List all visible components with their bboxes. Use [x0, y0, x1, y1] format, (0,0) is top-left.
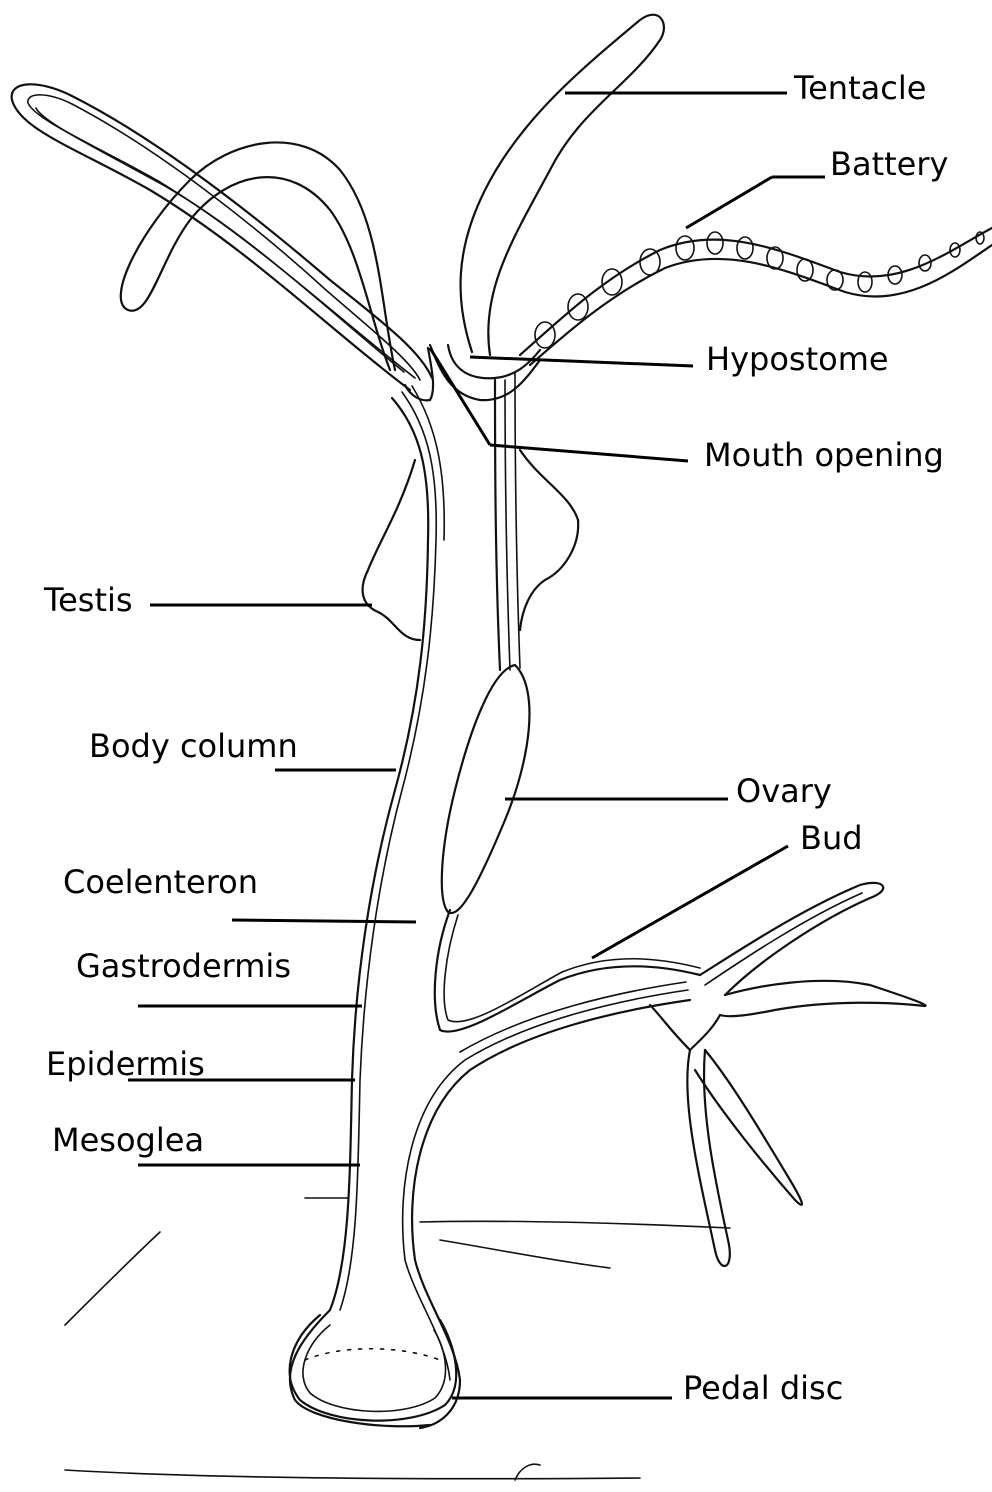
- testis-shape: [363, 460, 420, 640]
- label-pedal-disc: Pedal disc: [683, 1370, 843, 1406]
- body-column-left: [290, 386, 444, 1426]
- hypostome-shape: [405, 345, 540, 400]
- pedal-disc-shape: [290, 1315, 457, 1421]
- label-battery: Battery: [830, 146, 948, 182]
- body-column-right: [435, 372, 700, 1032]
- ovary-shape: [442, 665, 530, 913]
- label-body-column: Body column: [89, 728, 298, 764]
- leader-mouth-a: [430, 348, 490, 445]
- label-tentacle: Tentacle: [794, 70, 926, 106]
- label-coelenteron: Coelenteron: [63, 864, 258, 900]
- left-short-tentacle: [121, 142, 395, 370]
- label-gastrodermis: Gastrodermis: [76, 948, 291, 984]
- label-hypostome: Hypostome: [706, 341, 889, 377]
- substrate-lines: [65, 1198, 730, 1480]
- label-bud: Bud: [800, 820, 863, 856]
- leader-battery: [686, 177, 772, 228]
- leader-hypostome: [470, 357, 693, 366]
- left-tentacle: [12, 84, 432, 390]
- right-bulge: [520, 450, 578, 630]
- label-epidermis: Epidermis: [46, 1046, 205, 1082]
- label-ovary: Ovary: [736, 773, 832, 809]
- bud-shape: [650, 883, 926, 1266]
- leader-coelenteron: [232, 920, 416, 922]
- upper-right-tentacle: [461, 15, 664, 355]
- leader-mouth-b: [490, 445, 688, 461]
- label-mouth-opening: Mouth opening: [704, 437, 944, 473]
- label-mesoglea: Mesoglea: [52, 1122, 204, 1158]
- label-testis: Testis: [44, 582, 133, 618]
- leader-bud: [592, 846, 788, 958]
